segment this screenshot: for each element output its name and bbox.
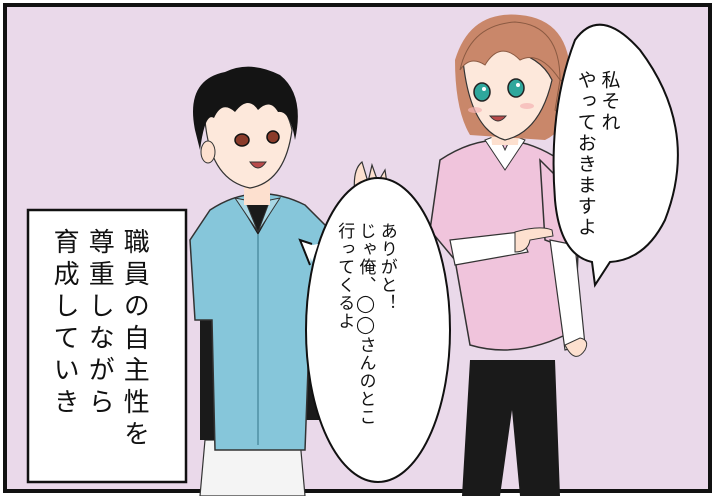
male-hair (193, 66, 298, 150)
speech-line: 行ってくるよ (334, 222, 355, 330)
caption-box (26, 208, 188, 484)
male-character (189, 66, 389, 496)
female-eye-right (507, 78, 525, 98)
female-hand-left (514, 227, 554, 253)
caption-line: 職員の自主性を (119, 228, 150, 452)
caption-line: 尊重しながら (84, 228, 115, 420)
male-shirt (189, 192, 336, 451)
caption-text: 職員の自主性を 尊重しながら 育成していき (46, 228, 151, 452)
female-pants (462, 360, 560, 496)
male-eye-left (234, 133, 250, 147)
female-arm-left (449, 231, 529, 266)
female-character (429, 14, 593, 496)
female-eye-left (473, 82, 491, 102)
speech-line: やっておきますよ (574, 70, 597, 238)
female-bangs (459, 21, 561, 82)
male-eye-right (266, 130, 280, 144)
speech-text-female: 私それ やっておきますよ (573, 70, 621, 238)
speech-line: じゃ俺、◯◯さんのとこ (355, 222, 376, 426)
speech-bubble-male (305, 177, 451, 483)
speech-bubble-female (552, 23, 679, 288)
speech-line: ありがと！ (376, 222, 397, 312)
speech-line: 私それ (598, 70, 621, 133)
male-collar (233, 197, 282, 233)
caption-line: 育成していき (49, 228, 80, 420)
male-mouth (249, 161, 267, 169)
speech-text-male: ありがと！ じゃ俺、◯◯さんのとこ 行ってくるよ (333, 222, 397, 426)
female-hand-right (564, 337, 588, 357)
female-mouth (488, 115, 508, 122)
